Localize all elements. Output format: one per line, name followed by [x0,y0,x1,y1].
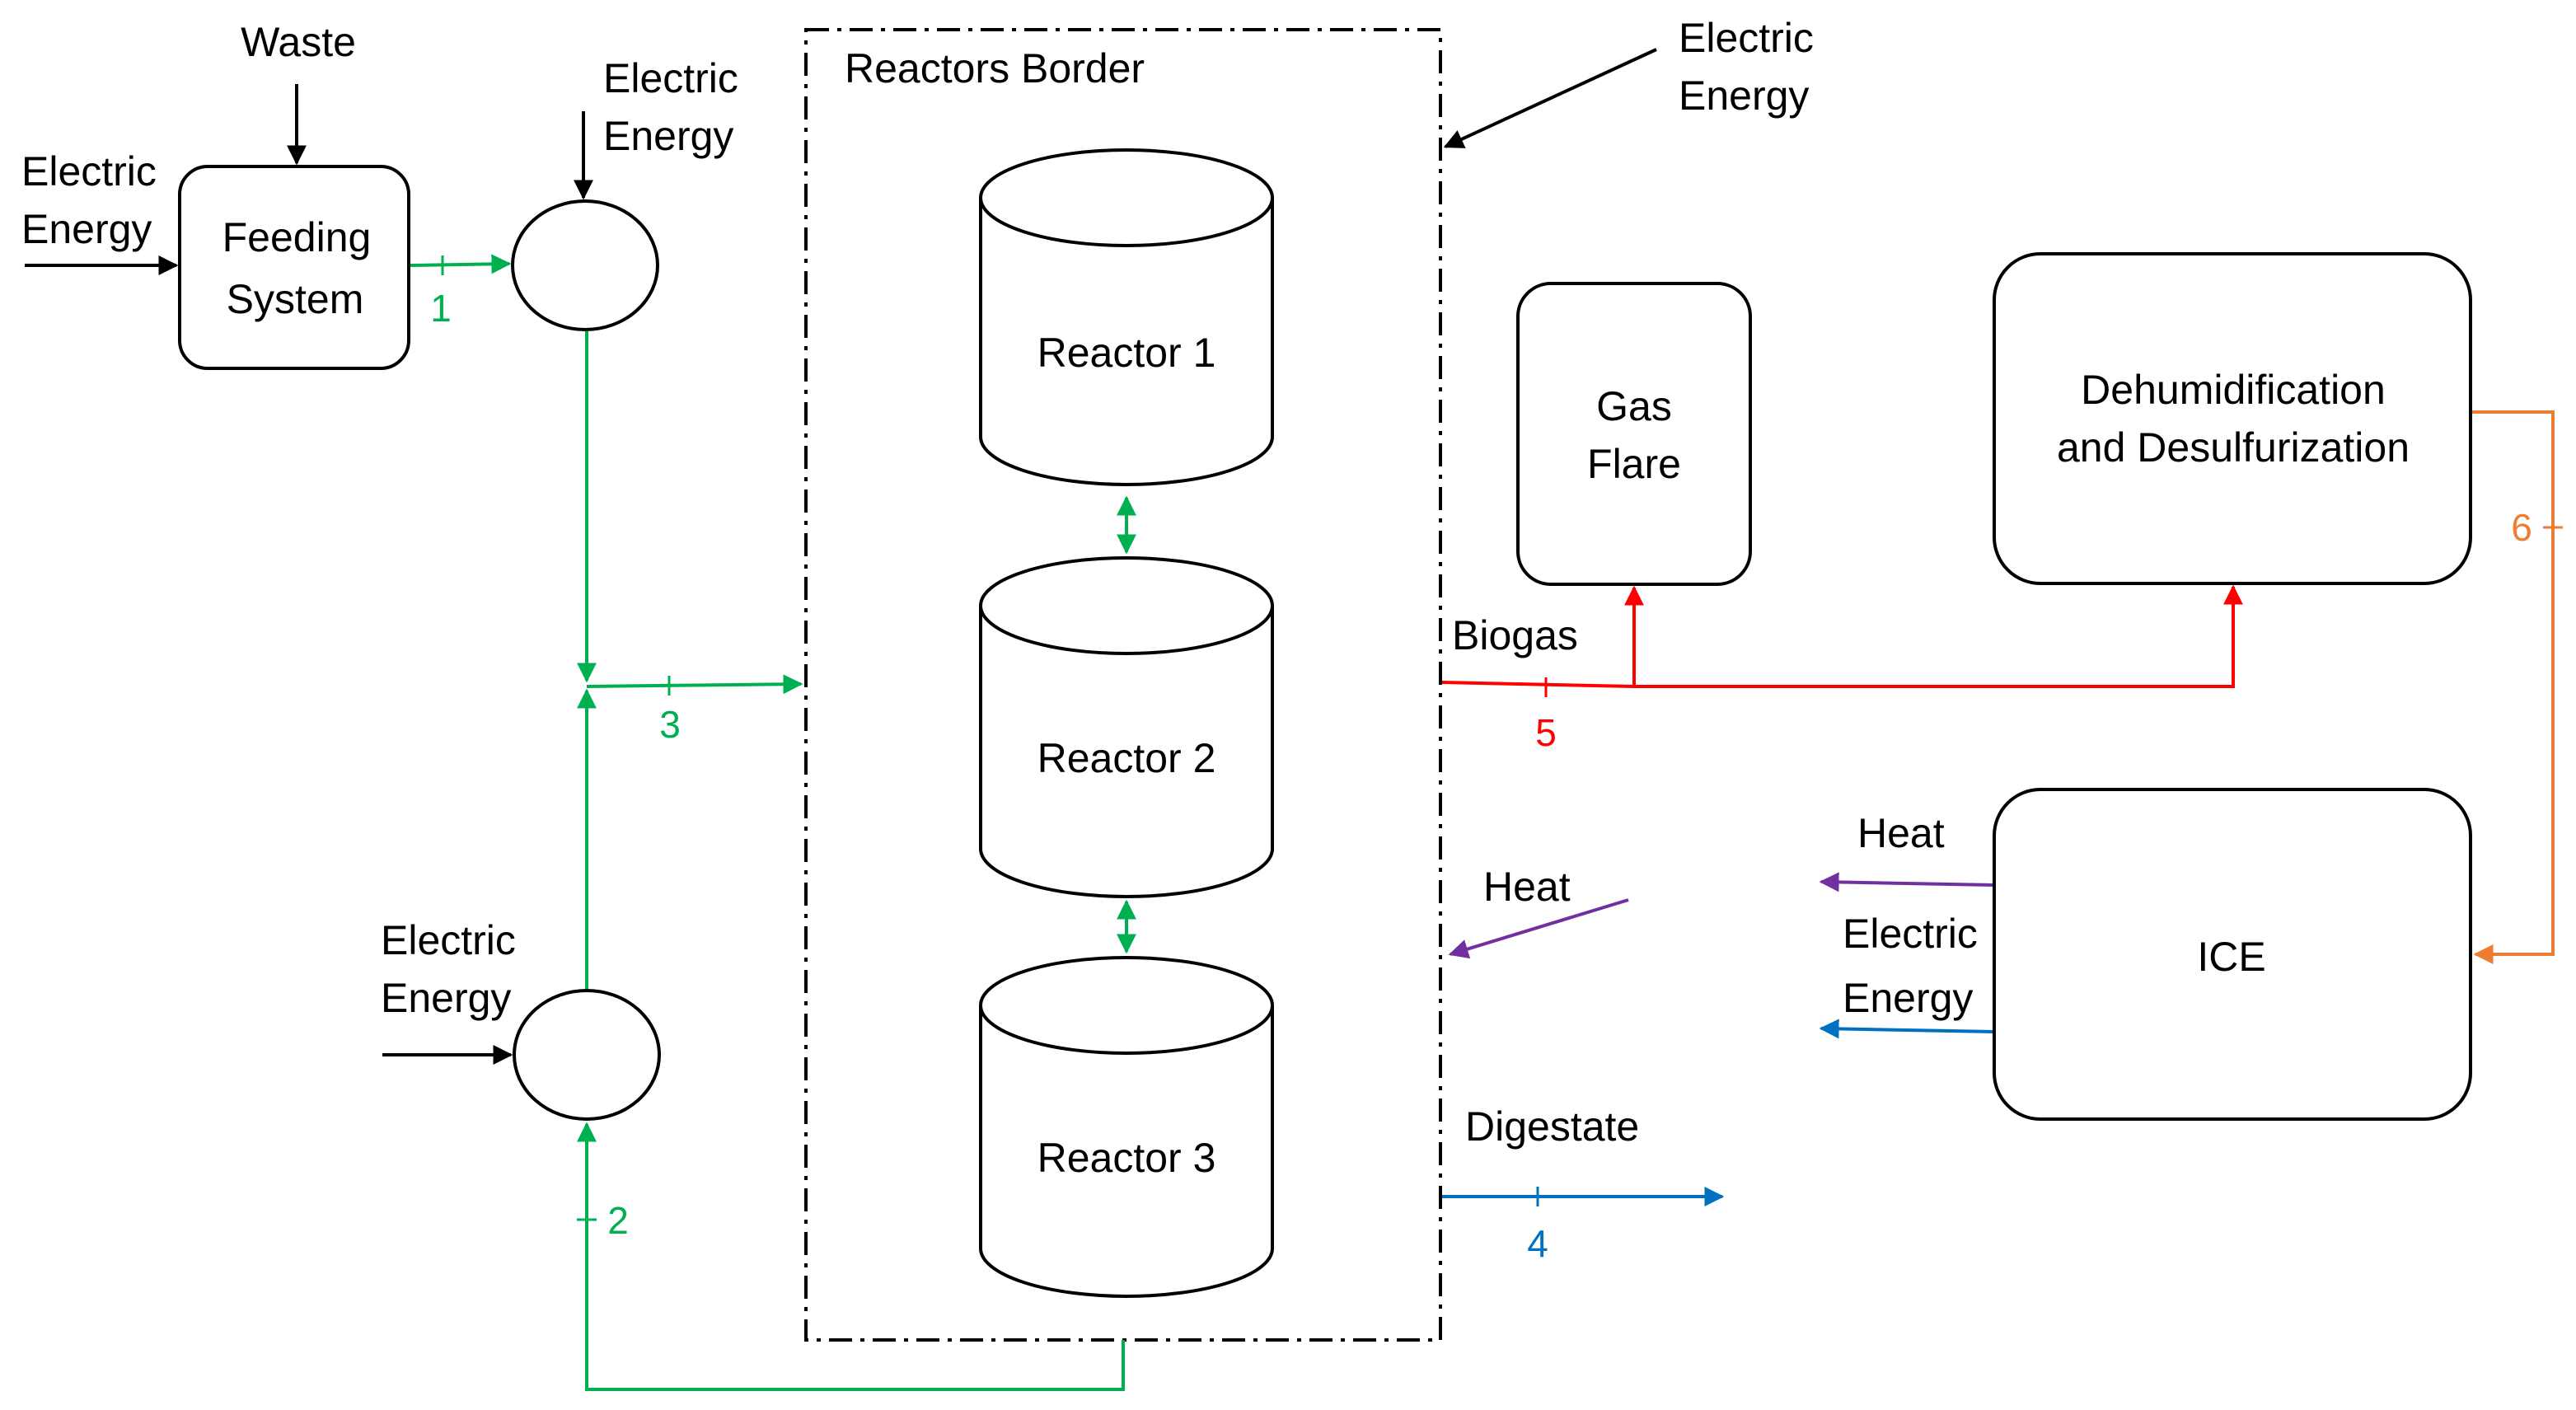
electric-reactors-label-1: Electric [1679,15,1814,61]
stream-3-number: 3 [659,703,681,746]
heat-ice-arrow [1819,872,1993,892]
reactor-3: Reactor 3 [979,956,1274,1298]
stream-6-number: 6 [2511,506,2532,549]
electric-ice-arrow [1819,1019,1993,1039]
feeding-system-box [178,165,410,370]
stream-5-number: 5 [1535,711,1557,754]
stream-2-number: 2 [607,1199,629,1242]
electric-reactors-arrow [1443,48,1657,148]
heat-ice-label: Heat [1857,810,1945,856]
electric-reactors-label-2: Energy [1679,73,1809,119]
electric-pump-top-label-2: Energy [603,113,733,159]
reactor-1-label: Reactor 1 [1037,330,1216,376]
dehumidification-box [1993,252,2472,585]
pump-bottom [513,989,661,1121]
gas-flare-label-1: Gas [1596,383,1672,429]
gas-flare-box [1516,282,1752,586]
stream-3-line [586,674,803,695]
electric-ice-label-2: Energy [1843,975,1973,1021]
stream-1-line [410,254,512,274]
stream-1-number: 1 [430,287,452,330]
reactor-2-label: Reactor 2 [1037,735,1216,781]
electric-pump-top-label-1: Electric [603,55,738,101]
reactors-border-title: Reactors Border [845,45,1145,91]
stream-4-number: 4 [1527,1222,1548,1265]
electric-pump-bottom-label-2: Energy [381,975,511,1021]
reactor-2: Reactor 2 [979,556,1274,898]
electric-ice-label-1: Electric [1843,911,1978,957]
stream-2-line [577,1122,1125,1391]
heat-reactors-arrow [1448,898,1629,959]
pump-top [511,199,659,331]
gas-flare-label-2: Flare [1587,441,1681,487]
waste-label: Waste [241,19,356,65]
electric-feeding-label-1: Electric [21,148,157,194]
feeding-system-label-2: System [227,276,364,322]
dehumidification-label-2: and Desulfurization [2057,424,2410,471]
ice-label: ICE [2197,934,2265,980]
dehumidification-label-1: Dehumidification [2081,367,2386,413]
heat-reactors-label: Heat [1483,864,1571,910]
stream-6-line [2472,410,2555,964]
reactor-3-label: Reactor 3 [1037,1135,1216,1181]
biogas-label: Biogas [1452,612,1578,658]
ice-box [1993,788,2472,1121]
reactor-1: Reactor 1 [979,148,1274,486]
feeding-system-label-1: Feeding [222,214,372,260]
electric-pump-bottom-label-1: Electric [381,917,516,963]
stream-5-line [1441,584,2243,688]
digestate-label: Digestate [1465,1103,1639,1150]
electric-feeding-label-2: Energy [21,206,152,252]
